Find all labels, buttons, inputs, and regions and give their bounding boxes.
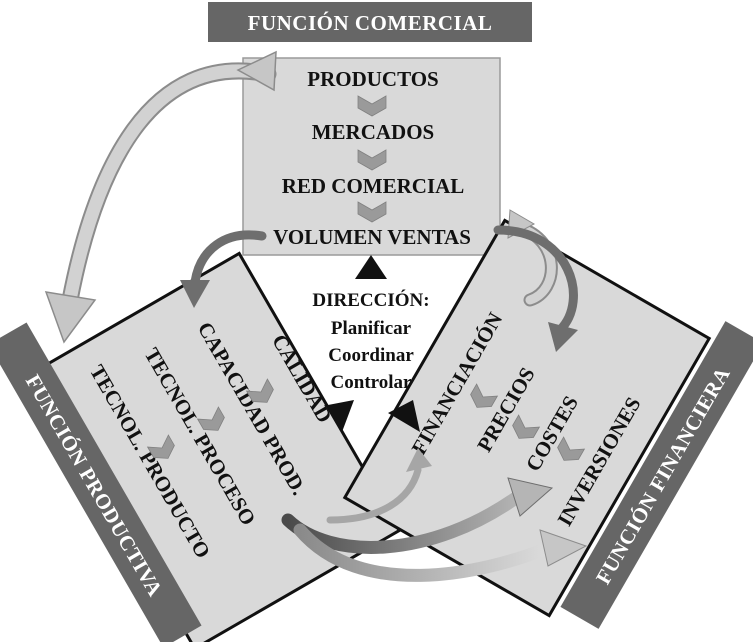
direccion-line-2: Controlar (331, 372, 412, 393)
chevron-icon (245, 378, 274, 403)
chevron-icon (470, 383, 499, 408)
comercial-title: FUNCIÓN COMERCIAL (248, 11, 493, 35)
financiera-banner (560, 321, 753, 629)
triangle-left-icon (328, 400, 354, 432)
arrow-head-icon (548, 322, 578, 352)
chevron-down-icon (357, 201, 387, 223)
comercial-item-0: PRODUCTOS (307, 67, 438, 91)
direccion-title: DIRECCIÓN: (312, 289, 429, 311)
comercial-banner (208, 2, 532, 42)
arrow-head-icon (507, 477, 554, 517)
curved-arrow-icon (190, 230, 267, 287)
chevron-icon (196, 406, 225, 431)
arrow-head-icon (236, 50, 277, 92)
chevron-down-icon (357, 95, 387, 117)
arrow-head-icon (406, 448, 432, 472)
triangle-up-icon (355, 255, 387, 279)
comercial-item-1: MERCADOS (312, 120, 435, 144)
triangle-right-icon (388, 400, 420, 432)
chevron-down-icon (357, 149, 387, 171)
chevron-icon (146, 434, 175, 459)
productiva-banner (0, 322, 202, 642)
curved-arrow-icon (63, 64, 275, 307)
curved-arrow-icon (293, 523, 555, 582)
financiera-box (342, 218, 712, 618)
curved-arrow-icon (493, 225, 578, 335)
comercial-item-3: VOLUMEN VENTAS (273, 225, 471, 249)
comercial-item-2: RED COMERCIAL (282, 174, 465, 198)
chevron-icon (557, 436, 586, 461)
direccion-line-0: Planificar (331, 318, 412, 339)
arrow-head-icon (180, 280, 210, 308)
direccion-line-1: Coordinar (328, 345, 414, 366)
curved-arrow-icon (326, 466, 422, 524)
financiera-box-group (342, 218, 712, 618)
arrow-head-icon (44, 291, 97, 344)
chevron-icon (512, 414, 541, 439)
arrow-head-icon (539, 529, 588, 567)
